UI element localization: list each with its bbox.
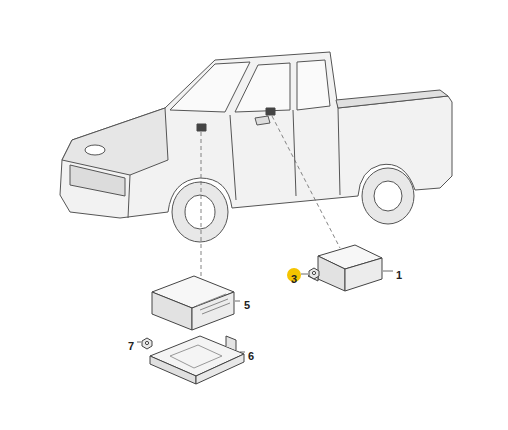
truck-body	[60, 52, 452, 218]
control-module-5	[152, 276, 234, 330]
callout-number: 5	[244, 299, 250, 311]
callout-number: 3	[291, 273, 297, 285]
callout-number: 6	[248, 350, 254, 362]
bracket-6	[150, 336, 244, 384]
callout-label: 5	[244, 295, 250, 313]
callout-number: 7	[128, 340, 134, 352]
callout-label: 7	[128, 336, 134, 354]
windshield	[170, 62, 250, 112]
callout-number: 1	[396, 269, 402, 281]
nut-3	[309, 268, 319, 279]
rear-wheel	[362, 168, 414, 224]
callout-label: 3	[291, 269, 297, 287]
side-window-rear	[297, 60, 330, 110]
control-unit-1	[308, 245, 382, 291]
location-marker	[197, 124, 206, 131]
truck-front	[62, 108, 168, 175]
callout-label: 6	[248, 346, 254, 364]
side-window-front	[235, 63, 290, 112]
location-marker	[266, 108, 275, 115]
callout-label: 1	[396, 265, 402, 283]
grille	[70, 165, 125, 196]
nut-7	[142, 338, 152, 349]
bed-top	[336, 90, 448, 108]
front-wheel	[172, 182, 228, 242]
